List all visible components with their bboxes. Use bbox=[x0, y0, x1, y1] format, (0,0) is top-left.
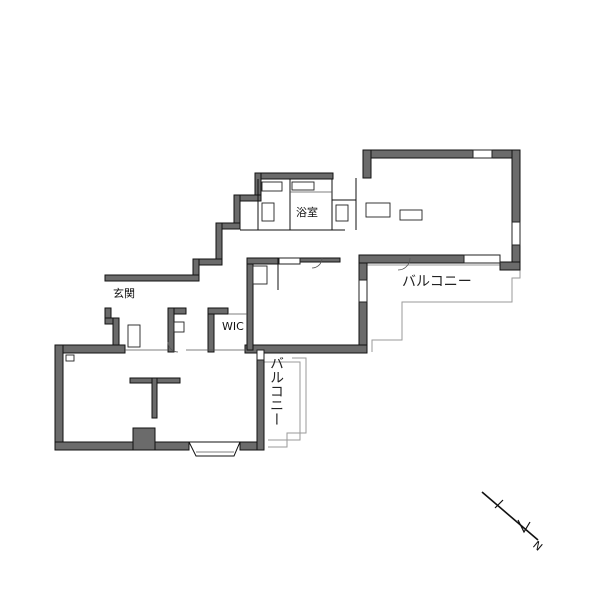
balcony-top-label: バルコニー bbox=[402, 274, 472, 290]
fixtures bbox=[65, 181, 423, 362]
balcony-side-label: バルコニー bbox=[268, 356, 284, 426]
bathroom-label: 浴室 bbox=[296, 205, 318, 219]
windows bbox=[188, 149, 521, 457]
interior-partitions bbox=[125, 178, 357, 351]
balcony-outline bbox=[264, 264, 521, 448]
exterior-walls bbox=[54, 149, 521, 451]
compass-north-letter: N bbox=[530, 538, 545, 553]
entrance-label: 玄関 bbox=[113, 286, 135, 300]
compass: N bbox=[481, 491, 545, 554]
room-labels: 玄関 浴室 WIC バルコニー バルコニー bbox=[113, 205, 472, 426]
wic-label: WIC bbox=[222, 320, 244, 333]
